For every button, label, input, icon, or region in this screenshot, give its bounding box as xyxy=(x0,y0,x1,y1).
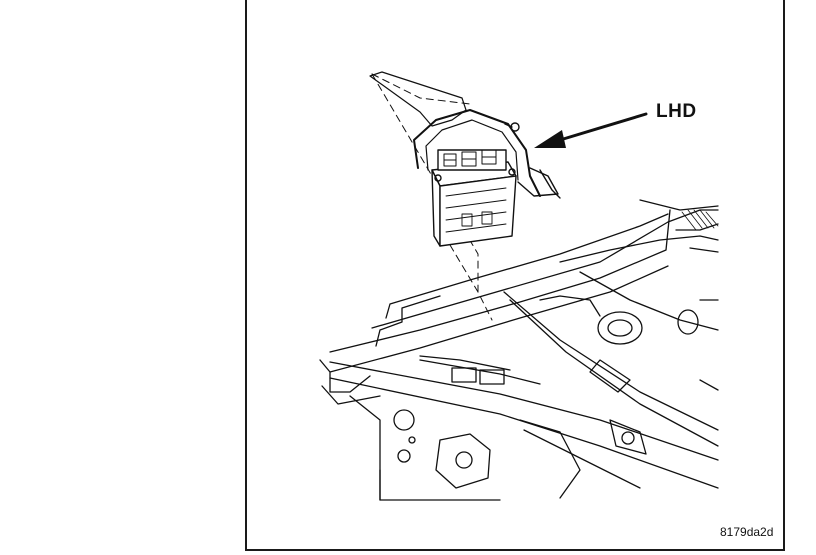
callout-label: LHD xyxy=(656,101,697,122)
vehicle-body-structure xyxy=(319,199,719,501)
hatching xyxy=(681,209,719,231)
leader-lines xyxy=(371,73,493,321)
figure-frame xyxy=(245,0,785,551)
mounting-bracket xyxy=(369,71,561,199)
figure-id: 8179da2d xyxy=(720,525,774,539)
control-module xyxy=(431,149,517,247)
callout-arrow xyxy=(534,112,648,148)
